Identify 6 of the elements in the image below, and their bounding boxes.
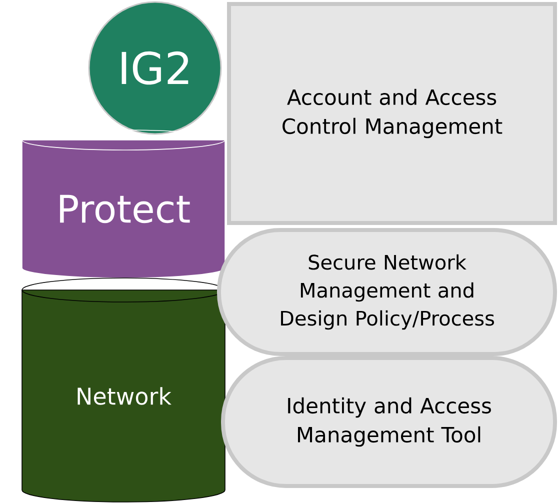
rounded-box: Identity and Access Management Tool <box>221 356 557 488</box>
cylinder: Protect <box>22 130 226 278</box>
cylinder: Network <box>22 278 226 502</box>
rounded-box: Secure Network Management and Design Policy/Process <box>217 228 557 356</box>
text-box: Account and Access Control Management <box>227 2 557 225</box>
circle-node: IG2 <box>88 1 222 135</box>
